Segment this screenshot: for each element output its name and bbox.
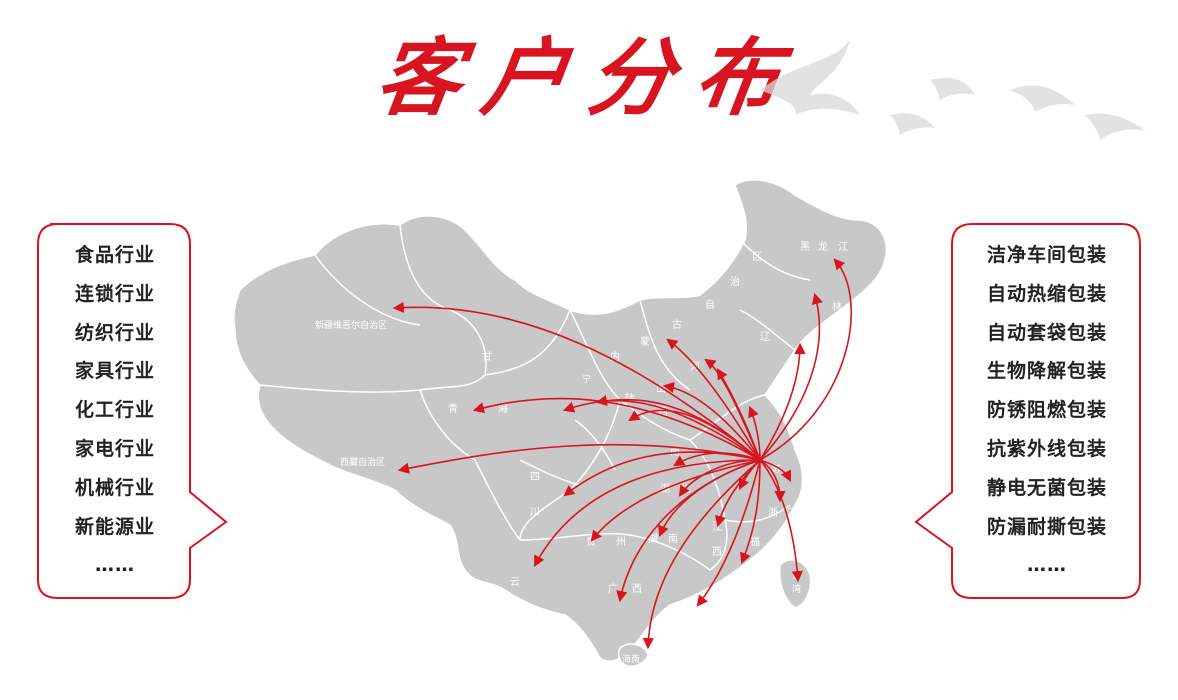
arrow-guangdong bbox=[696, 459, 761, 607]
region-label: 湾 bbox=[792, 583, 801, 595]
list-item: 自动套袋包装 bbox=[986, 321, 1107, 344]
arrow-guizhou bbox=[590, 459, 761, 542]
arrow-hainan bbox=[642, 459, 761, 650]
bird-icon bbox=[1085, 113, 1145, 140]
list-item: 家电行业 bbox=[74, 437, 155, 460]
arrow-liaoning bbox=[759, 342, 806, 461]
list-item: 生物降解包装 bbox=[986, 360, 1107, 383]
region-label: 福 bbox=[750, 535, 760, 548]
list-item: 新能源业 bbox=[74, 515, 155, 538]
region-label: 宁 bbox=[582, 373, 591, 385]
industries-panel: 食品行业 连锁行业 纺织行业 家具行业 化工行业 家电行业 机械行业 新能源业 … bbox=[0, 222, 230, 602]
region-label: 广 bbox=[608, 583, 618, 595]
list-item: 防锈阻燃包装 bbox=[986, 399, 1107, 422]
arrow-shanxi bbox=[662, 381, 761, 461]
arrow-fujian bbox=[740, 459, 761, 565]
region-label: 甘 bbox=[482, 350, 492, 363]
list-item: …… bbox=[95, 554, 135, 577]
region-label: 西 bbox=[658, 407, 668, 418]
province-borders bbox=[259, 224, 811, 571]
list-item: 食品行业 bbox=[74, 244, 155, 266]
region-label: 内 bbox=[610, 350, 620, 363]
region-label: 江 bbox=[786, 507, 796, 519]
list-item: 洁净车间包装 bbox=[986, 244, 1107, 266]
list-item: 自动热缩包装 bbox=[986, 282, 1107, 305]
region-label: 南 bbox=[668, 532, 678, 545]
region-label: 苏 bbox=[772, 463, 781, 475]
region-label: 陕 bbox=[625, 392, 635, 405]
region-label: 江 bbox=[838, 241, 848, 253]
arrow-jilin bbox=[759, 292, 823, 461]
speech-bubble-frame bbox=[914, 223, 1141, 599]
region-label: 河 bbox=[690, 361, 700, 373]
arrow-jiangsu bbox=[759, 459, 792, 483]
region-label: 海 bbox=[498, 402, 508, 415]
region-label: 湖 bbox=[648, 533, 658, 545]
region-label: 自 bbox=[705, 298, 715, 311]
region-label: 治 bbox=[730, 275, 740, 288]
region-label: 西 bbox=[632, 584, 642, 595]
list-item: 机械行业 bbox=[74, 476, 155, 499]
list-item: 防漏耐撕包装 bbox=[986, 515, 1107, 538]
list-item: …… bbox=[1027, 554, 1067, 577]
bird-icon bbox=[1010, 85, 1075, 112]
speech-bubble-frame bbox=[37, 223, 228, 599]
region-label: 四 bbox=[530, 472, 540, 483]
arrow-hunan bbox=[658, 459, 761, 538]
region-label: 海南 bbox=[622, 653, 640, 665]
list-item: 连锁行业 bbox=[74, 282, 155, 305]
arrow-taiwan bbox=[759, 459, 803, 583]
products-list: 洁净车间包装 自动热缩包装 自动套袋包装 生物降解包装 防锈阻燃包装 抗紫外线包… bbox=[952, 236, 1142, 585]
arrow-heilongjiang bbox=[759, 258, 853, 461]
region-label: 林 bbox=[832, 300, 842, 313]
region-label: 蒙 bbox=[640, 335, 650, 348]
region-label: 江 bbox=[712, 521, 722, 533]
list-item: 抗紫外线包装 bbox=[986, 437, 1107, 460]
bird-icon bbox=[890, 113, 935, 135]
arrow-ningxia bbox=[562, 399, 761, 461]
region-label: 龙 bbox=[818, 240, 828, 253]
china-map: 新疆维吾尔自治区 西藏自治区 甘 青 海 内 蒙 古 自 治 区 黑 龙 江 林… bbox=[233, 179, 887, 667]
region-label: 建 bbox=[750, 560, 760, 573]
list-item: 家具行业 bbox=[74, 360, 155, 383]
origin-point bbox=[757, 457, 763, 463]
arrow-xinjiang bbox=[392, 301, 761, 461]
arrow-xizang bbox=[397, 443, 761, 474]
region-label: 南 bbox=[670, 445, 680, 458]
list-item: 化工行业 bbox=[74, 399, 155, 422]
region-label: 山 bbox=[656, 383, 666, 395]
list-item: 纺织行业 bbox=[74, 321, 155, 344]
arrow-henan bbox=[673, 452, 761, 467]
region-label: 云 bbox=[510, 577, 520, 588]
arrow-neimeng-1 bbox=[666, 338, 761, 461]
distribution-arrows bbox=[392, 258, 853, 650]
region-label: 西 bbox=[712, 547, 722, 558]
region-label: 辽 bbox=[760, 331, 770, 343]
arrow-sichuan bbox=[563, 451, 761, 497]
decorative-birds bbox=[760, 40, 1145, 140]
arrow-shaanxi bbox=[628, 409, 761, 461]
arrow-hebei bbox=[716, 368, 761, 461]
region-label: 西藏自治区 bbox=[340, 456, 385, 468]
region-label: 州 bbox=[616, 536, 626, 548]
region-label: 川 bbox=[530, 507, 540, 518]
list-item: 静电无菌包装 bbox=[986, 476, 1107, 499]
arrow-hubei bbox=[678, 459, 761, 497]
region-label: 新疆维吾尔自治区 bbox=[315, 319, 387, 331]
region-label: 黑 bbox=[800, 241, 810, 253]
industries-list: 食品行业 连锁行业 纺织行业 家具行业 化工行业 家电行业 机械行业 新能源业 … bbox=[40, 236, 190, 585]
region-label: 青 bbox=[448, 402, 458, 415]
bird-icon bbox=[930, 77, 975, 100]
region-label: 浙 bbox=[768, 507, 778, 519]
products-panel: 洁净车间包装 自动热缩包装 自动套袋包装 生物降解包装 防锈阻燃包装 抗紫外线包… bbox=[912, 222, 1142, 602]
region-label: 古 bbox=[672, 318, 682, 331]
arrow-shandong bbox=[748, 405, 761, 461]
arrow-anhui bbox=[738, 459, 761, 491]
region-label: 区 bbox=[752, 251, 762, 263]
bird-icon bbox=[760, 40, 860, 115]
arrow-yunnan bbox=[533, 459, 761, 567]
